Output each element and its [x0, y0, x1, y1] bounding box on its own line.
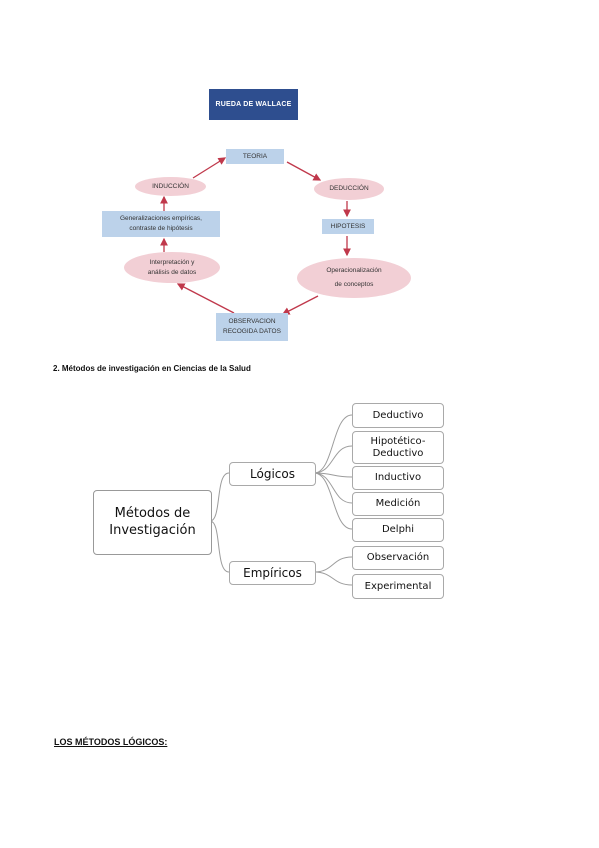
node-deduccion: DEDUCCIÓN [314, 178, 384, 200]
connector-empiricos-experimental [313, 571, 353, 586]
mindmap-root: Métodos de Investigación [93, 490, 212, 555]
node-operacionalizacion-line2: de conceptos [334, 281, 374, 288]
mindmap-logicos: Lógicos [229, 462, 316, 486]
mindmap-root-line1: Métodos de [114, 506, 191, 522]
wallace-wheel-arrows [160, 157, 351, 315]
leaf-hipotetico-line1: Hipotético- [370, 436, 426, 447]
node-operacionalizacion: Operacionalización de conceptos [297, 258, 411, 298]
node-operacionalizacion-line1: Operacionalización [326, 267, 382, 275]
mindmap-connectors [209, 414, 353, 586]
mindmap-empiricos: Empíricos [229, 561, 316, 585]
connector-logicos-delphi [313, 472, 353, 530]
connector-root-empiricos [209, 520, 230, 573]
leaf-experimental: Experimental [352, 574, 444, 599]
arrow-observacion-interpretacion [176, 283, 235, 314]
leaf-medicion: Medición [352, 492, 444, 516]
node-observacion-line2: RECOGIDA DATOS [223, 328, 281, 335]
leaf-delphi: Delphi [352, 518, 444, 542]
node-teoria: TEORIA [226, 149, 284, 164]
connector-root-logicos [209, 472, 230, 522]
node-generalizaciones-line1: Generalizaciones empíricas, [119, 215, 202, 223]
node-hipotesis: HIPOTESIS [322, 219, 374, 234]
node-induccion: INDUCCIÓN [135, 177, 206, 196]
node-interpretacion: Interpretación y análisis de datos [124, 252, 220, 283]
arrow-teoria-deduccion [286, 161, 322, 181]
connector-empiricos-observacion [313, 556, 353, 573]
mindmap-root-line2: Investigación [109, 522, 196, 538]
node-generalizaciones: Generalizaciones empíricas, contraste de… [102, 211, 220, 237]
node-interpretacion-line1: Interpretación y [149, 258, 195, 266]
connector-logicos-hipotetico [313, 445, 353, 474]
arrow-induccion-teoria [192, 157, 227, 179]
leaf-deductivo: Deductivo [352, 403, 444, 428]
leaf-observacion: Observación [352, 546, 444, 570]
leaf-hipotetico-line2: Deductivo [372, 447, 424, 459]
section-heading: 2. Métodos de investigación en Ciencias … [53, 364, 251, 373]
arrow-operacionalizacion-observacion [281, 295, 319, 315]
node-observacion-line1: OBSERVACION [228, 318, 276, 326]
connector-logicos-medicion [313, 472, 353, 504]
wheel-title: RUEDA DE WALLACE [209, 89, 298, 120]
leaf-hipotetico-deductivo: Hipotético- Deductivo [352, 431, 444, 464]
connector-logicos-deductivo [313, 414, 353, 474]
node-generalizaciones-line2: contraste de hipótesis [129, 225, 193, 232]
leaf-inductivo: Inductivo [352, 466, 444, 490]
node-interpretacion-line2: análisis de datos [147, 268, 197, 276]
section-title: LOS MÉTODOS LÓGICOS: [54, 737, 168, 747]
node-observacion: OBSERVACION RECOGIDA DATOS [216, 313, 288, 341]
